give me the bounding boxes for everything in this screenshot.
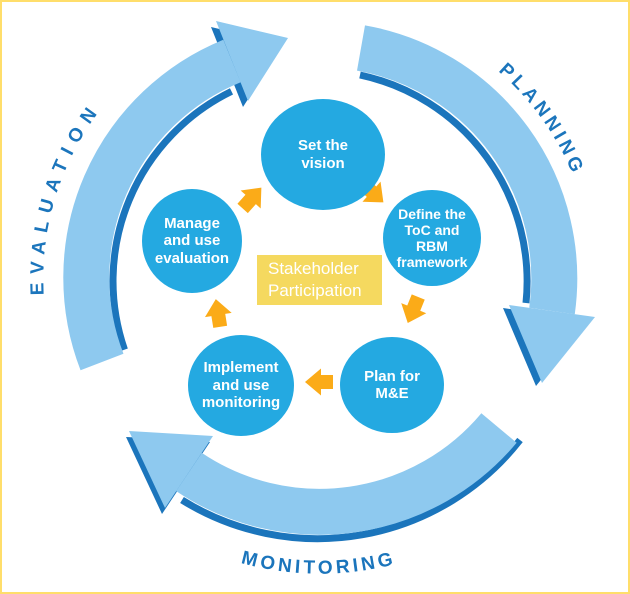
arrow-define-to-plan-icon — [395, 291, 431, 329]
monitoring-arc — [126, 413, 523, 543]
arrow-implement-to-manage-icon — [202, 297, 234, 329]
step-circle-manage-evaluation: Manage and use evaluation — [142, 189, 242, 293]
monitoring-label: MONITORING — [239, 547, 398, 578]
planning-arrowhead-icon — [509, 305, 595, 383]
evaluation-arrowhead-icon — [216, 21, 288, 101]
step-circle-implement-monitoring: Implement and use monitoring — [188, 335, 294, 436]
arrow-manage-to-set-icon — [232, 178, 272, 218]
evaluation-arc-shadow — [109, 88, 234, 351]
planning-arc — [356, 25, 595, 386]
stakeholder-participation-box: Stakeholder Participation — [257, 255, 382, 305]
monitoring-arrowhead-icon — [129, 431, 213, 508]
evaluation-arc-band — [63, 39, 241, 371]
step-circle-define-toc-rbm: Define the ToC and RBM framework — [383, 190, 481, 286]
planning-arc-shadow — [359, 71, 531, 304]
evaluation-arc — [63, 21, 288, 371]
monitoring-arc-band — [176, 413, 517, 535]
planning-arc-band — [356, 25, 578, 315]
step-circle-plan-for-me: Plan for M&E — [340, 337, 444, 433]
step-circle-set-vision: Set the vision — [261, 99, 385, 210]
monitoring-arc-shadow — [180, 437, 523, 543]
arrow-plan-to-implement-icon — [305, 368, 333, 396]
